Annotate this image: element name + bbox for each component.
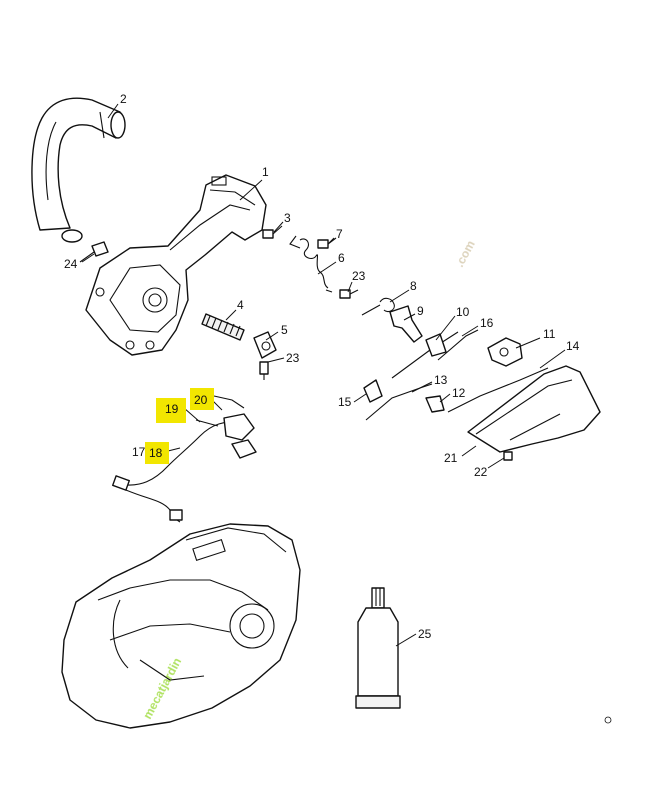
label-18: 18 <box>149 446 163 460</box>
label-7: 7 <box>336 227 343 241</box>
label-23-lower: 23 <box>286 351 300 365</box>
label-21: 21 <box>444 451 458 465</box>
label-11: 11 <box>543 327 556 341</box>
part-15 <box>363 379 383 403</box>
label-19: 19 <box>165 402 179 416</box>
spring-4-part <box>201 313 245 341</box>
cable-14-part <box>447 367 549 413</box>
label-10: 10 <box>456 305 470 319</box>
screw-22-part <box>503 451 513 461</box>
label-12: 12 <box>452 386 466 400</box>
label-17: 17 <box>132 445 146 459</box>
label-24: 24 <box>64 257 78 271</box>
label-13: 13 <box>434 373 448 387</box>
engine-housing-part <box>61 523 301 729</box>
screw-23-upper-part <box>339 289 359 299</box>
highlight-box-18 <box>145 442 169 464</box>
label-23-upper: 23 <box>352 269 366 283</box>
lever-9-part <box>389 305 423 343</box>
part-11 <box>487 337 523 367</box>
label-4: 4 <box>237 298 244 312</box>
highlight-box-19 <box>156 398 186 423</box>
handlebar-part <box>31 97 126 243</box>
label-2: 2 <box>120 92 127 106</box>
label-8: 8 <box>410 279 417 293</box>
rod-10-part <box>391 331 459 379</box>
label-3: 3 <box>284 211 291 225</box>
cover-21-part <box>467 365 601 453</box>
label-22: 22 <box>474 465 488 479</box>
label-5: 5 <box>281 323 288 337</box>
watermark-domain: .com <box>452 238 478 269</box>
screw-7-part <box>317 237 337 249</box>
grease-tube-25-part <box>355 587 401 709</box>
label-14: 14 <box>566 339 580 353</box>
screw-23-lower-part <box>259 361 269 380</box>
highlight-box-20 <box>190 388 214 410</box>
label-1: 1 <box>262 165 269 179</box>
corner-mark <box>604 716 612 724</box>
part-8 <box>361 297 395 316</box>
leader-lines <box>81 103 566 647</box>
screw-3-part <box>262 225 283 239</box>
part-12 <box>425 395 445 413</box>
label-20: 20 <box>194 393 208 407</box>
label-16: 16 <box>480 316 494 330</box>
label-9: 9 <box>417 304 424 318</box>
wiring-harness-part <box>112 395 257 523</box>
handle-housing-part <box>85 174 267 356</box>
rod-13-part <box>365 383 433 421</box>
part-labels: 1 2 3 4 5 6 7 8 9 10 11 12 13 14 15 16 1… <box>64 92 580 641</box>
label-6: 6 <box>338 251 345 265</box>
label-25: 25 <box>418 627 432 641</box>
rod-16-part <box>437 329 479 361</box>
spring-6-part <box>289 235 333 293</box>
label-15: 15 <box>338 395 352 409</box>
part-5 <box>253 331 277 359</box>
screw-24-part <box>79 241 109 263</box>
